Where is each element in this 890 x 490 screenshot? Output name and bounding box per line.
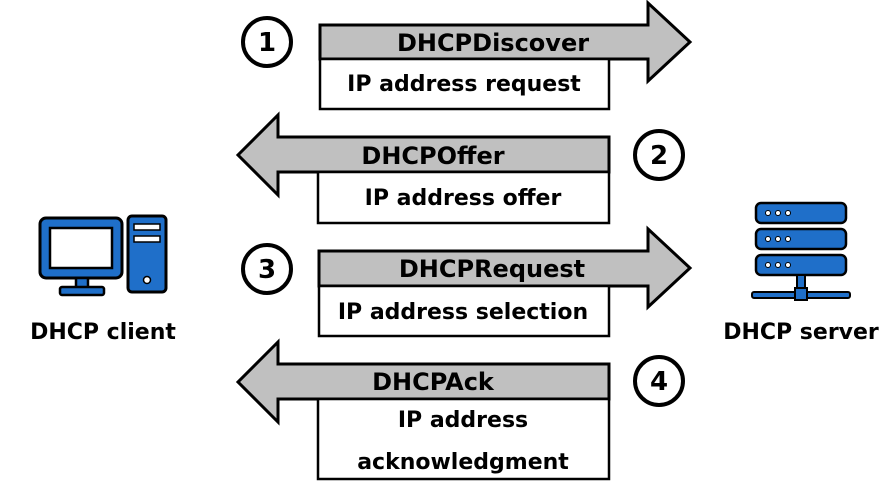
- description-box: [318, 57, 611, 111]
- step-number: 4: [650, 367, 668, 397]
- step-1: 1 DHCPDiscover IP address request: [241, 0, 693, 111]
- step-number-circle: [241, 243, 293, 295]
- description-line: IP address offer: [365, 186, 562, 211]
- description-box: [316, 397, 611, 481]
- description-line: acknowledgment: [357, 450, 569, 475]
- desktop-computer-icon: [38, 214, 168, 297]
- message-label: DHCPOffer: [361, 142, 504, 170]
- step-number: 3: [258, 255, 276, 285]
- step-number-circle: [633, 355, 685, 407]
- message-label: DHCPAck: [372, 368, 495, 396]
- description-line: IP address request: [347, 72, 581, 97]
- step-number: 2: [650, 141, 668, 171]
- step-2: DHCPOffer IP address offer 2: [235, 111, 685, 225]
- description-box: [317, 284, 611, 338]
- server-rack-icon: [751, 201, 851, 301]
- server-label: DHCP server: [723, 320, 879, 345]
- step-number-circle: [241, 16, 293, 68]
- description-line: IP address: [398, 408, 528, 433]
- step-3: 3 DHCPRequest IP address selection: [241, 225, 693, 338]
- message-label: DHCPDiscover: [397, 29, 589, 57]
- description-box: [316, 170, 611, 225]
- step-4: DHCPAck IP address acknowledgment 4: [235, 338, 685, 481]
- step-number: 1: [258, 28, 276, 58]
- message-label: DHCPRequest: [399, 255, 585, 283]
- client-label: DHCP client: [30, 320, 176, 345]
- step-number-circle: [633, 129, 685, 181]
- description-line: IP address selection: [338, 300, 588, 325]
